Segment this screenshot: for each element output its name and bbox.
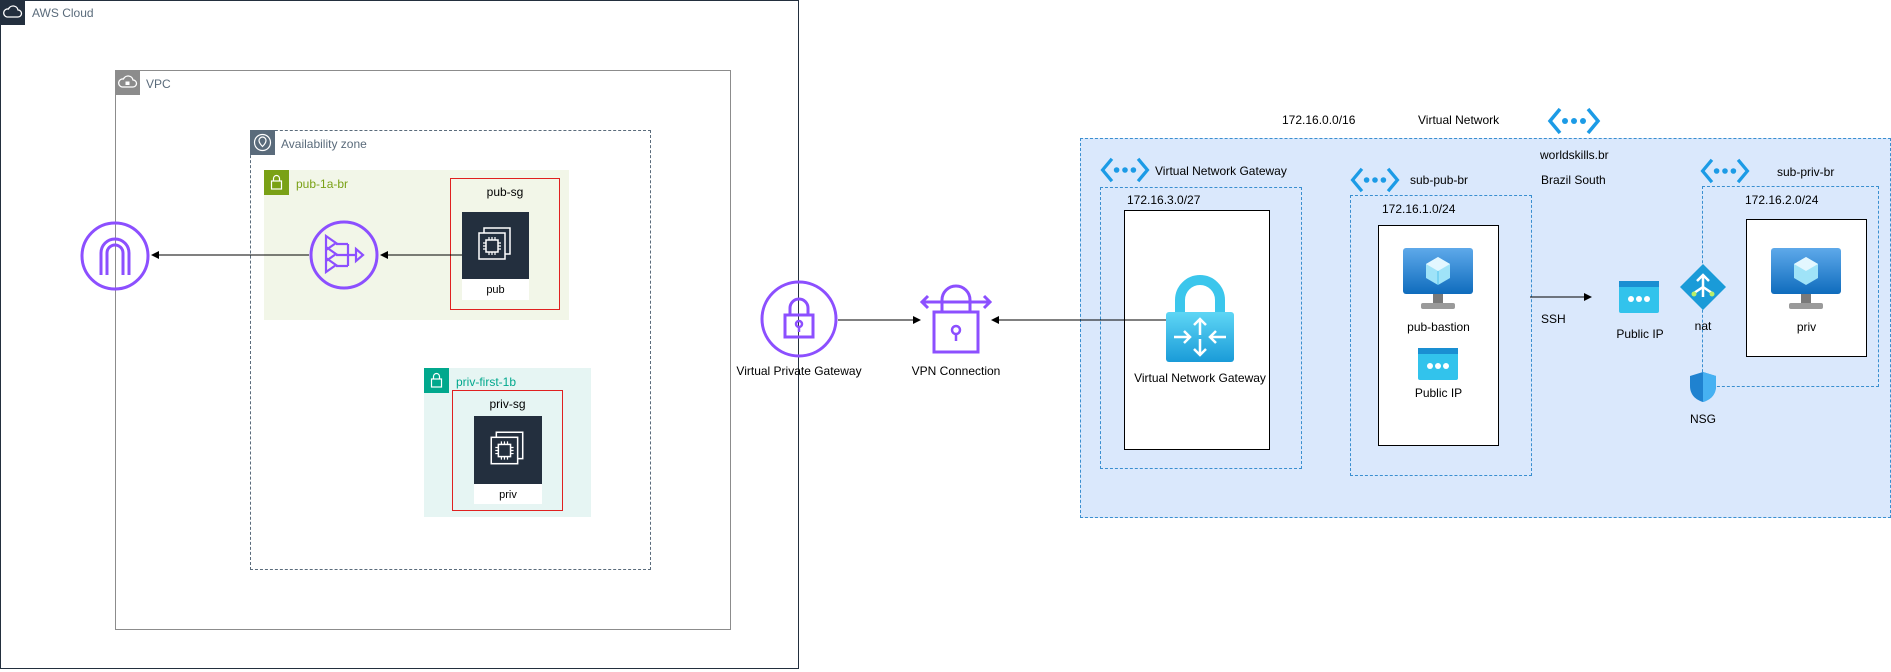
- availability-zone-group: [250, 130, 651, 570]
- virtual-machine-icon[interactable]: [1403, 248, 1473, 312]
- vpn-connection-icon[interactable]: [919, 280, 993, 360]
- virtual-private-gateway-icon[interactable]: [760, 280, 838, 358]
- aws-cloud-label: AWS Cloud: [32, 6, 94, 20]
- virtual-private-gateway-label: Virtual Private Gateway: [736, 364, 862, 378]
- subnet-pub-br-label: sub-pub-br: [1410, 173, 1469, 187]
- availability-zone-label: Availability zone: [281, 137, 367, 151]
- vnet-name-label: worldskills.br: [1540, 148, 1609, 162]
- subnet-pub-vnet-icon: [1350, 166, 1400, 194]
- subnet-gateway-cidr: 172.16.3.0/27: [1127, 193, 1201, 207]
- subnet-priv-label: priv-first-1b: [456, 375, 517, 389]
- subnet-priv-vnet-icon: [1700, 157, 1750, 185]
- nat-icon[interactable]: [1679, 263, 1727, 311]
- ec2-instance-icon: [462, 212, 529, 279]
- public-ip-label: Public IP: [1616, 327, 1664, 341]
- ec2-instance-icon: [474, 416, 542, 484]
- vpc-label: VPC: [146, 77, 171, 91]
- virtual-network-gateway-icon[interactable]: [1166, 274, 1234, 364]
- aws-cloud-icon: [0, 0, 25, 25]
- vnet-region-label: Brazil South: [1541, 173, 1606, 187]
- virtual-network-icon: [1547, 106, 1601, 136]
- security-group-priv-label: priv-sg: [489, 397, 526, 411]
- pub-bastion-label: pub-bastion: [1407, 320, 1470, 334]
- subnet-pub-br: [1350, 195, 1532, 476]
- vnet-label: Virtual Network: [1418, 113, 1500, 127]
- subnet-gateway-label: Virtual Network Gateway: [1155, 164, 1287, 178]
- public-ip-icon[interactable]: [1418, 348, 1458, 380]
- nsg-shield-icon[interactable]: [1689, 371, 1717, 403]
- ec2-instance-priv[interactable]: priv: [474, 416, 542, 504]
- security-group-pub-sg: [450, 178, 560, 310]
- subnet-priv-lock-icon: [424, 368, 449, 393]
- vnet-cidr-label: 172.16.0.0/16: [1282, 113, 1356, 127]
- ssh-label: SSH: [1541, 312, 1566, 326]
- subnet-pub-lock-icon: [264, 170, 289, 195]
- ec2-instance-pub-label: pub: [486, 284, 505, 296]
- internet-gateway-icon[interactable]: [80, 221, 150, 291]
- priv-vm-label: priv: [1796, 320, 1817, 334]
- security-group-priv-sg: [452, 390, 563, 511]
- virtual-machine-icon[interactable]: [1771, 248, 1841, 312]
- subnet-priv-br-label: sub-priv-br: [1777, 165, 1835, 179]
- nat-label: nat: [1694, 319, 1712, 333]
- subnet-gateway-vnet-icon: [1100, 156, 1150, 184]
- aws-cloud-group: [0, 0, 799, 669]
- virtual-network-gateway-label: Virtual Network Gateway: [1134, 371, 1266, 385]
- ec2-instance-priv-label: priv: [499, 489, 517, 501]
- ec2-instance-pub[interactable]: pub: [462, 212, 529, 300]
- nat-gateway-icon[interactable]: [309, 220, 379, 290]
- security-group-pub-label: pub-sg: [486, 185, 524, 199]
- vpn-connection-label: VPN Connection: [911, 364, 1001, 378]
- subnet-gateway: [1100, 187, 1302, 469]
- subnet-pub-br-cidr: 172.16.1.0/24: [1382, 202, 1456, 216]
- subnet-priv-br-cidr: 172.16.2.0/24: [1745, 193, 1819, 207]
- vpc-group: [115, 70, 731, 630]
- vpc-icon: [115, 70, 140, 95]
- availability-zone-icon: [250, 130, 275, 155]
- bastion-public-ip-label: Public IP: [1414, 386, 1463, 400]
- public-ip-icon[interactable]: [1619, 281, 1659, 313]
- nsg-label: NSG: [1689, 412, 1716, 426]
- subnet-pub-label: pub-1a-br: [296, 177, 349, 191]
